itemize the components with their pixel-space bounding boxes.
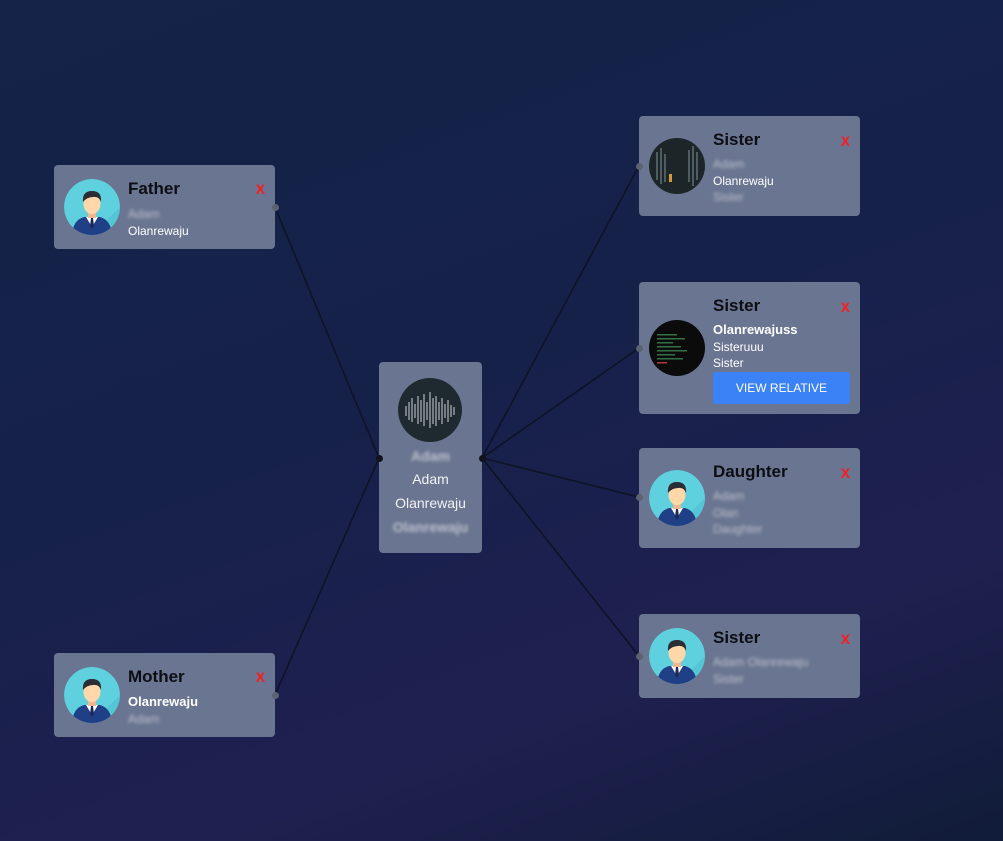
connector-handle[interactable]	[272, 204, 279, 211]
relation-title: Sister	[713, 130, 761, 149]
relative-card-father[interactable]: Father X Adam Olanrewaju	[54, 165, 275, 249]
terminal-photo-icon	[649, 320, 705, 376]
edge-sister2	[481, 347, 640, 459]
main-person-card[interactable]: Adam Adam Olanrewaju Olanrewaju	[379, 362, 482, 553]
person-avatar-icon	[649, 470, 705, 526]
edge-daughter	[481, 457, 640, 498]
relative-name: Olanrewaju	[128, 694, 199, 709]
person-avatar-icon	[649, 628, 705, 684]
relation-title: Father	[128, 179, 180, 198]
relation-title: Sister	[713, 296, 761, 315]
relative-surname: Olanrewaju	[713, 174, 774, 188]
main-person-surname: Olanrewaju	[395, 495, 466, 511]
relative-name: Adam	[713, 157, 745, 171]
person-avatar-icon	[64, 179, 120, 235]
connector-handle[interactable]	[636, 345, 643, 352]
view-relative-button[interactable]: VIEW RELATIVE	[713, 372, 850, 404]
relative-name: Adam	[128, 207, 160, 221]
relative-card-mother[interactable]: Mother X Olanrewaju Adam	[54, 653, 275, 737]
relation-title: Sister	[713, 628, 761, 647]
connector-handle[interactable]	[376, 455, 383, 462]
relative-surname: Olan	[713, 506, 739, 520]
relative-name: Adam Olanrewaju	[713, 655, 809, 669]
edge-sister3	[481, 457, 640, 657]
edge-sister1	[481, 165, 640, 459]
relative-relation: Sister	[713, 672, 744, 686]
close-icon[interactable]: X	[840, 133, 850, 149]
main-person-first-name: Adam	[411, 448, 450, 464]
edge-father	[274, 206, 380, 459]
close-icon[interactable]: X	[255, 669, 265, 685]
relative-nickname: Sisteruuu	[713, 340, 764, 354]
close-icon[interactable]: X	[840, 631, 850, 647]
close-icon[interactable]: X	[840, 299, 850, 315]
relative-relation: Sister	[713, 356, 744, 370]
relative-name: Adam	[713, 489, 745, 503]
waveform-photo-icon	[398, 378, 462, 442]
relative-card-sister[interactable]: Sister X Adam Olanrewaju Sister	[639, 116, 860, 216]
relative-relation: Sister	[713, 190, 744, 204]
connector-handle[interactable]	[272, 692, 279, 699]
relative-card-sister[interactable]: Sister X Adam Olanrewaju Sister	[639, 614, 860, 698]
relation-title: Daughter	[713, 462, 788, 481]
relative-surname: Olanrewaju	[128, 224, 189, 238]
main-person-name: Adam	[412, 471, 449, 487]
edge-mother	[274, 457, 380, 696]
connector-handle[interactable]	[636, 494, 643, 501]
relative-card-daughter[interactable]: Daughter X Adam Olan Daughter	[639, 448, 860, 548]
waveform-photo-icon	[649, 138, 705, 194]
connector-handle[interactable]	[479, 455, 486, 462]
relative-card-sister[interactable]: Sister X Olanrewajuss Sisteruuu Sister V…	[639, 282, 860, 414]
connector-handle[interactable]	[636, 163, 643, 170]
relative-relation: Daughter	[713, 522, 763, 536]
close-icon[interactable]: X	[255, 181, 265, 197]
relation-title: Mother	[128, 667, 185, 686]
connector-handle[interactable]	[636, 653, 643, 660]
close-icon[interactable]: X	[840, 465, 850, 481]
relative-detail: Adam	[128, 712, 160, 726]
relative-name: Olanrewajuss	[713, 322, 798, 337]
main-person-detail: Olanrewaju	[392, 519, 469, 535]
person-avatar-icon	[64, 667, 120, 723]
